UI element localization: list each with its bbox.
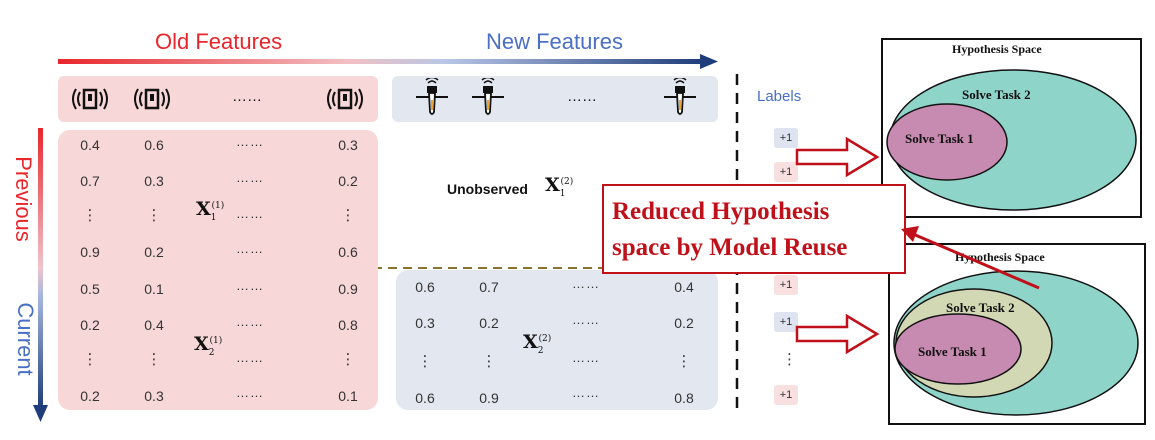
matrix-cell: …… — [236, 385, 264, 400]
matrix-cell: ⋮ — [82, 351, 98, 368]
matrix-cell: 0.6 — [415, 279, 435, 295]
matrix-label-x2-1: X2(1) — [194, 333, 223, 358]
callout-line-2: space by Model Reuse — [612, 234, 848, 261]
matrix-cell: …… — [236, 134, 264, 149]
solve-task-1-label: Solve Task 1 — [918, 344, 987, 359]
matrix-cell: 0.9 — [338, 281, 358, 297]
matrix-cell: 0.4 — [674, 279, 694, 295]
matrix-cell: 0.2 — [80, 388, 100, 404]
solve-task-1-label: Solve Task 1 — [905, 131, 974, 146]
icon-ellipsis: …… — [232, 88, 262, 105]
matrix-cell: 0.3 — [338, 137, 358, 153]
matrix-cell: …… — [236, 314, 264, 329]
matrix-cell: …… — [572, 385, 600, 400]
matrix-cell: …… — [572, 276, 600, 291]
matrix-cell: …… — [236, 206, 264, 221]
matrix-cell: 0.2 — [674, 315, 694, 331]
matrix-cell: …… — [572, 312, 600, 327]
solve-task-2-label: Solve Task 2 — [946, 300, 1015, 315]
hypothesis-ellipses-top — [886, 69, 1137, 211]
matrix-cell: 0.6 — [415, 390, 435, 406]
label-value: +1 — [774, 275, 798, 295]
callout-line-1: Reduced Hypothesis — [612, 198, 830, 225]
matrix-cell: 0.2 — [80, 317, 100, 333]
matrix-cell: 0.6 — [338, 244, 358, 260]
wifi-sensor-device-icon — [327, 88, 363, 110]
labels-title: Labels — [757, 88, 802, 105]
thermometer-probe-icon — [472, 78, 504, 115]
matrix-cell: 0.8 — [338, 317, 358, 333]
matrix-cell: 0.2 — [338, 173, 358, 189]
matrix-cell: 0.3 — [144, 173, 164, 189]
matrix-cell: ⋮ — [146, 207, 162, 224]
label-value: +1 — [774, 128, 798, 148]
label-value: +1 — [774, 312, 798, 332]
label-value: ⋮ — [782, 351, 797, 368]
matrix-cell: ⋮ — [417, 353, 433, 370]
old-features-icon-bar — [58, 76, 378, 122]
solve-task-2-label: Solve Task 2 — [962, 87, 1031, 102]
matrix-cell: 0.4 — [80, 137, 100, 153]
old-features-title: Old Features — [155, 29, 283, 54]
matrix-cell: 0.6 — [144, 137, 164, 153]
matrix-cell: 0.9 — [479, 390, 499, 406]
matrix-cell: 0.4 — [144, 317, 164, 333]
matrix-label-x1-2: X1(2) — [545, 174, 574, 199]
matrix-cell: ⋮ — [481, 353, 497, 370]
matrix-cell: 0.1 — [338, 388, 358, 404]
matrix-cell: …… — [572, 350, 600, 365]
new-features-title: New Features — [486, 29, 623, 54]
matrix-cell: 0.7 — [80, 173, 100, 189]
matrix-cell: 0.3 — [144, 388, 164, 404]
reduced-hypothesis-callout: Reduced Hypothesis space by Model Reuse — [602, 184, 906, 274]
old-features-matrix-panel — [58, 130, 378, 410]
matrix-cell: …… — [236, 278, 264, 293]
thermometer-probe-icon — [664, 78, 696, 115]
matrix-cell: ⋮ — [676, 353, 692, 370]
matrix-cell: ⋮ — [340, 207, 356, 224]
new-features-icon-bar — [392, 76, 718, 122]
matrix-cell: 0.5 — [80, 281, 100, 297]
matrix-cell: ⋮ — [82, 207, 98, 224]
matrix-label-x2-2: X2(2) — [523, 331, 552, 356]
matrix-cell: 0.8 — [674, 390, 694, 406]
hypothesis-ellipses-bottom — [893, 270, 1139, 416]
matrix-cell: 0.7 — [479, 279, 499, 295]
current-label: Current — [13, 302, 38, 376]
thermometer-probe-icon — [416, 78, 448, 115]
previous-label: Previous — [11, 156, 36, 242]
wifi-sensor-device-icon — [72, 88, 108, 110]
matrix-label-x1-1: X1(1) — [196, 198, 225, 223]
callout-pointer-arrow — [901, 226, 1040, 290]
matrix-cell: 0.9 — [80, 244, 100, 260]
new-features-current-matrix-panel — [396, 270, 718, 410]
unobserved-text: Unobserved — [447, 181, 528, 197]
matrix-cell: …… — [236, 241, 264, 256]
matrix-cell: 0.2 — [479, 315, 499, 331]
matrix-cell: ⋮ — [146, 351, 162, 368]
matrix-cell: ⋮ — [340, 351, 356, 368]
label-value: +1 — [774, 385, 798, 405]
hypothesis-space-title: Hypothesis Space — [952, 42, 1042, 56]
matrix-cell: 0.1 — [144, 281, 164, 297]
matrix-cell: 0.3 — [415, 315, 435, 331]
icon-ellipsis: …… — [567, 88, 597, 105]
matrix-cell: …… — [236, 170, 264, 185]
matrix-cell: …… — [236, 350, 264, 365]
matrix-cell: 0.2 — [144, 244, 164, 260]
label-value: +1 — [774, 162, 798, 182]
wifi-sensor-device-icon — [134, 88, 170, 110]
hollow-right-arrow-icon — [795, 136, 880, 178]
hollow-right-arrow-icon — [795, 313, 880, 355]
